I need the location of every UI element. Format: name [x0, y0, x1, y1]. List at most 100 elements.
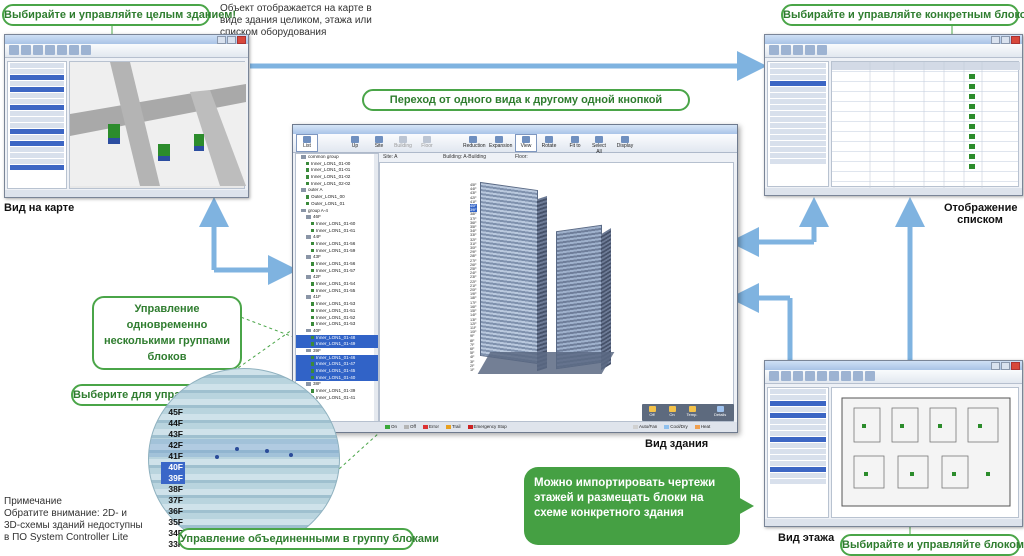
zoom-floor-item[interactable]: 42F [168, 440, 183, 450]
tree-row[interactable]: Inner_LON1_01-48 [296, 334, 378, 342]
tree-row[interactable]: Inner_LON1_01-52 [296, 315, 378, 322]
tree-row-label: Outer_LON1_00 [311, 194, 345, 200]
tower-tall[interactable] [480, 181, 547, 372]
tree-row[interactable]: Inner_LON1_01-61 [296, 228, 378, 235]
tree-row[interactable]: Inner_LON1_01-40 [296, 374, 378, 382]
zoom-floor-item[interactable]: 40F [161, 462, 185, 473]
import-bubble: Можно импортировать чертежи этажей и раз… [524, 467, 754, 545]
tree-row[interactable]: Inner_LON1_01-56 [296, 241, 378, 248]
select-all-button[interactable]: Select All [589, 135, 609, 155]
map-drawing [70, 62, 246, 186]
floor-plan-canvas[interactable] [831, 387, 1019, 518]
on-button[interactable]: On [666, 406, 678, 418]
tree-row[interactable]: 38F [296, 381, 378, 388]
tree-row[interactable]: group A-4 [296, 208, 378, 215]
tree-row[interactable]: 40F [296, 328, 378, 335]
floor-view-window [764, 360, 1023, 527]
tree-row[interactable]: Inner_LON1_02-02 [296, 181, 378, 188]
tree-row[interactable]: 44F [296, 234, 378, 241]
tree-row[interactable]: Inner_LON1_01-49 [296, 341, 378, 348]
zoom-floor-item[interactable]: 39F [161, 473, 185, 484]
floor-axis-label: 31F [470, 241, 477, 246]
tree-row[interactable]: 39F [296, 348, 378, 355]
tree-row[interactable]: Inner_LON1_01-54 [296, 281, 378, 288]
tree-row[interactable]: Inner_LON1_01-53 [296, 321, 378, 328]
tree-row[interactable]: Inner_LON1_01-00 [296, 161, 378, 168]
zoom-floor-item[interactable]: 44F [168, 418, 183, 428]
zoom-floor-item[interactable]: 36F [168, 506, 183, 516]
tree-row-label: 46F [313, 214, 321, 220]
tree-row-label: Outer_LON1_01 [311, 200, 345, 206]
view-button[interactable]: View [515, 134, 537, 152]
tree-row-label: Inner_LON1_01-48 [316, 334, 356, 340]
tree-row[interactable]: Inner_LON1_01-02 [296, 174, 378, 181]
floor-axis-label: 20F [470, 288, 477, 293]
list-table[interactable] [831, 61, 1020, 188]
tree-row[interactable]: outer A [296, 187, 378, 194]
off-button[interactable]: Off [646, 406, 658, 418]
unit-icon [311, 262, 314, 266]
list-button[interactable]: List [296, 134, 318, 152]
tree-row[interactable]: Inner_LON1_01-47 [296, 361, 378, 368]
tree-row[interactable]: Inner_LON1_01-45 [296, 368, 378, 375]
zoom-floor-item[interactable]: 41F [168, 451, 183, 461]
folder-icon [306, 295, 311, 299]
display-button[interactable]: Display [615, 135, 635, 151]
details-button[interactable]: Details [714, 406, 726, 418]
tree-row[interactable]: Inner_LON1_01-53 [296, 301, 378, 308]
tree-row[interactable]: Outer_LON1_01 [296, 201, 378, 208]
tree-row[interactable]: Inner_LON1_01-46 [296, 354, 378, 362]
tower-short[interactable] [556, 224, 611, 371]
floor-axis-label: 3F [470, 359, 475, 364]
tree-row-label: Inner_LON1_01-49 [316, 341, 356, 347]
rotate-button[interactable]: Rotate [539, 135, 559, 151]
zoom-floor-item[interactable]: 34F [168, 528, 183, 538]
tree-row[interactable]: Inner_LON1_01-55 [296, 288, 378, 295]
tree-row[interactable]: Inner_LON1_01-60 [296, 221, 378, 228]
zoom-floor-item[interactable]: 43F [168, 429, 183, 439]
zoom-floor-item[interactable]: 38F [168, 484, 183, 494]
reduction-button[interactable]: Reduction [463, 135, 486, 151]
tree-row[interactable]: Inner_LON1_01-01 [296, 167, 378, 174]
tree-row[interactable]: Inner_LON1_01-51 [296, 308, 378, 315]
tree-row-label: 43F [313, 254, 321, 260]
tree-row[interactable]: Outer_LON1_00 [296, 194, 378, 201]
zoom-floor-item[interactable]: 35F [168, 517, 183, 527]
tree-row[interactable]: 43F [296, 254, 378, 261]
floor-button[interactable]: Floor [417, 135, 437, 151]
folder-icon [301, 208, 306, 213]
building-button[interactable]: Building [393, 135, 413, 151]
floor-axis-label: 45F [470, 183, 477, 187]
temp-button[interactable]: Temp. [686, 406, 698, 418]
tree-row[interactable]: 42F [296, 274, 378, 281]
unit-icon [311, 362, 314, 366]
floor-axis-label: 7F [470, 342, 475, 347]
folder-icon [306, 235, 311, 239]
expansion-button[interactable]: Expansion [489, 135, 512, 151]
tree-row[interactable]: common group [296, 154, 378, 161]
zoom-floor-item[interactable]: 37F [168, 495, 183, 505]
tree-row[interactable]: Inner_LON1_01-56 [296, 261, 378, 268]
tree-row[interactable]: 46F [296, 214, 378, 221]
tree-row[interactable]: Inner_LON1_01-59 [296, 248, 378, 255]
zoom-floor-item[interactable]: 45F [168, 407, 183, 417]
unit-icon [311, 248, 314, 253]
fit-button[interactable]: Fit to [565, 135, 585, 151]
zoom-lens [148, 368, 340, 550]
tree-scrollbar[interactable] [374, 154, 378, 421]
tree-row[interactable]: 41F [296, 294, 378, 301]
site-button[interactable]: Site [369, 135, 389, 151]
up-button[interactable]: Up [345, 135, 365, 151]
tree-row-label: Inner_LON1_01-55 [316, 287, 356, 293]
tree-row[interactable]: Inner_LON1_01-57 [296, 268, 378, 275]
tree-row-label: Inner_LON1_01-51 [316, 307, 356, 313]
floor-plan [841, 397, 1011, 507]
tree-row-label: Inner_LON1_02-02 [311, 180, 351, 186]
note-title: Примечание [4, 496, 62, 507]
tree-row[interactable]: Inner_LON1_01-39 [296, 388, 378, 395]
zoom-floor-item[interactable]: 33F [168, 539, 183, 549]
map-canvas[interactable] [69, 61, 246, 189]
